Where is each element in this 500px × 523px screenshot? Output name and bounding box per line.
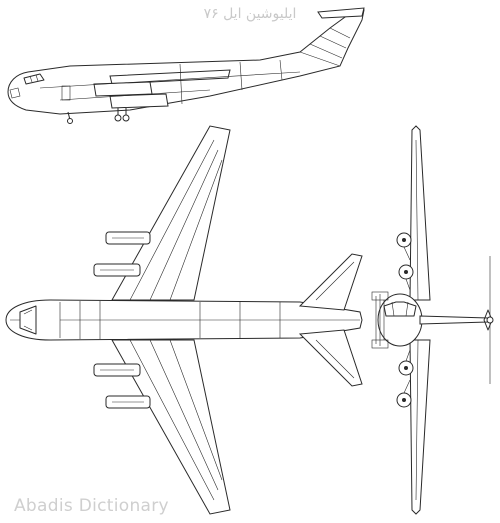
front-view-horizontal-tail — [419, 315, 489, 325]
side-view-wing — [109, 69, 231, 85]
side-view-tail-fin — [299, 27, 351, 67]
front-view — [371, 125, 494, 515]
front-view-engines — [396, 232, 414, 408]
front-view-upper-wing — [409, 125, 431, 301]
side-view-cockpit-windows — [23, 73, 45, 85]
top-view — [5, 125, 363, 515]
front-view-cockpit-glazing — [383, 301, 417, 317]
top-view-engines — [93, 231, 151, 409]
side-view-fuselage — [7, 9, 365, 115]
front-view-lower-wing — [409, 339, 431, 515]
side-view-engine-2 — [109, 93, 169, 109]
top-view-left-stabilizer — [298, 253, 363, 311]
watermark: Abadis Dictionary — [14, 496, 169, 516]
top-view-left-wing — [111, 125, 231, 301]
caption: ایلیوشین ایل ۷۶ — [203, 6, 297, 22]
top-view-right-wing — [111, 339, 231, 515]
side-view-horizontal-tail — [317, 7, 365, 19]
side-view — [7, 7, 365, 124]
top-view-cockpit — [19, 305, 37, 335]
front-view-landing-gear — [375, 294, 385, 346]
top-view-right-stabilizer — [298, 329, 363, 387]
